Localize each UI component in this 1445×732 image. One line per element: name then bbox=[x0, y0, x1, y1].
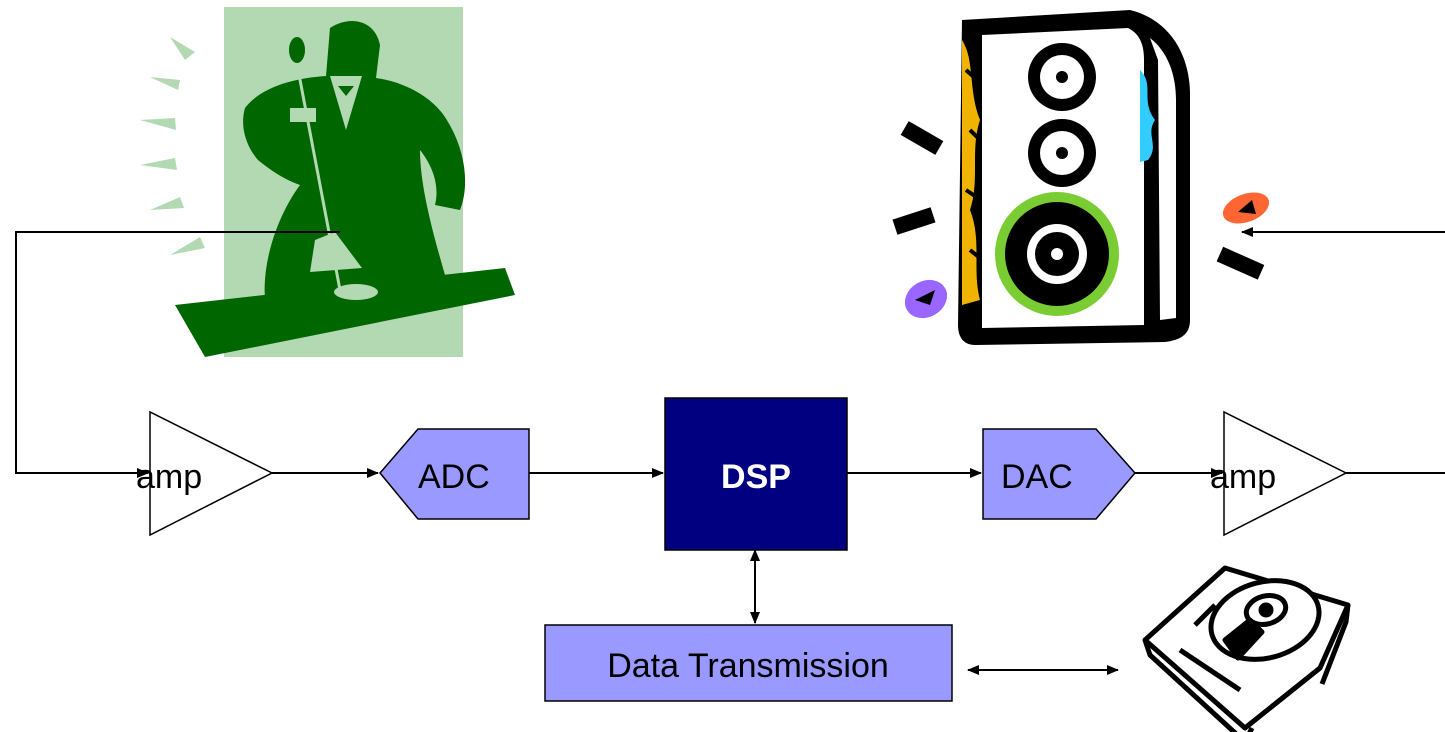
dsp-block: DSP bbox=[664, 397, 848, 551]
mic-to-amp-line bbox=[15, 231, 340, 478]
connectors bbox=[15, 227, 1445, 675]
amp-out-label: amp bbox=[1210, 458, 1276, 496]
singer-clipart-icon bbox=[140, 7, 515, 357]
dac-block: DAC bbox=[982, 428, 1136, 520]
amp-in-block: amp bbox=[136, 410, 274, 537]
dsp-label: DSP bbox=[721, 458, 791, 496]
data-transmission-block: Data Transmission bbox=[544, 624, 953, 702]
speaker-clipart-icon bbox=[892, 10, 1270, 345]
amp-in-label: amp bbox=[136, 458, 202, 496]
dac-label: DAC bbox=[1001, 458, 1073, 496]
adc-block: ADC bbox=[379, 428, 530, 520]
adc-label: ADC bbox=[418, 458, 490, 496]
amp-out-block: amp bbox=[1210, 410, 1348, 537]
data-transmission-label: Data Transmission bbox=[607, 647, 889, 685]
hard-drive-clipart-icon bbox=[1142, 565, 1351, 732]
